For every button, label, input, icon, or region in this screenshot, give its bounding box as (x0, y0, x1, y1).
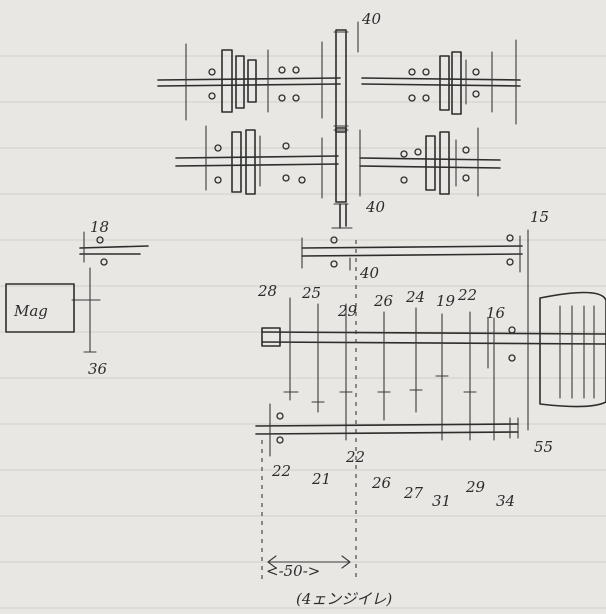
label-left-18: 18 (90, 218, 109, 236)
gear-pairs (283, 297, 495, 441)
label-upper-22: 22 (457, 286, 477, 304)
label-lower-21: 21 (311, 470, 331, 488)
label-low-40: 40 (359, 264, 380, 282)
label-upper-26: 26 (373, 292, 394, 310)
top-gear-assembly (157, 21, 521, 133)
labels: 40 40 40 15 18 36 Mag 28 25 29 26 24 19 … (13, 10, 553, 608)
motor-label: Mag (13, 302, 48, 320)
label-lower-26: 26 (371, 474, 392, 492)
motor-box (5, 283, 75, 333)
layshaft-assembly (301, 229, 529, 431)
label-upper-19: 19 (436, 292, 456, 310)
label-top-40: 40 (361, 10, 382, 28)
main-shaft (261, 291, 606, 408)
middle-gear-assembly (175, 125, 501, 229)
ruled-lines (0, 55, 606, 609)
footer-note: (4ェンジイレ) (296, 590, 392, 608)
label-upper-24: 24 (405, 288, 425, 306)
housing (539, 291, 606, 408)
label-upper-29: 29 (337, 302, 358, 320)
label-mid-40: 40 (365, 198, 386, 216)
label-lower-34: 34 (496, 492, 515, 510)
label-top-right-15: 15 (530, 208, 549, 226)
label-left-36: 36 (88, 360, 108, 378)
label-lower-31: 31 (432, 492, 451, 510)
label-lower-27: 27 (403, 484, 424, 502)
label-lower-29: 29 (465, 478, 486, 496)
motor-input (5, 231, 149, 353)
label-lower-22a: 22 (271, 462, 291, 480)
label-dim-50: <-50-> (266, 562, 320, 580)
label-upper-16: 16 (486, 304, 506, 322)
dimension-lines (261, 240, 357, 580)
label-lower-22b: 22 (345, 448, 365, 466)
label-right-55: 55 (534, 438, 553, 456)
label-upper-25: 25 (301, 284, 321, 302)
label-upper-28: 28 (257, 282, 277, 300)
counter-shaft (255, 403, 519, 457)
